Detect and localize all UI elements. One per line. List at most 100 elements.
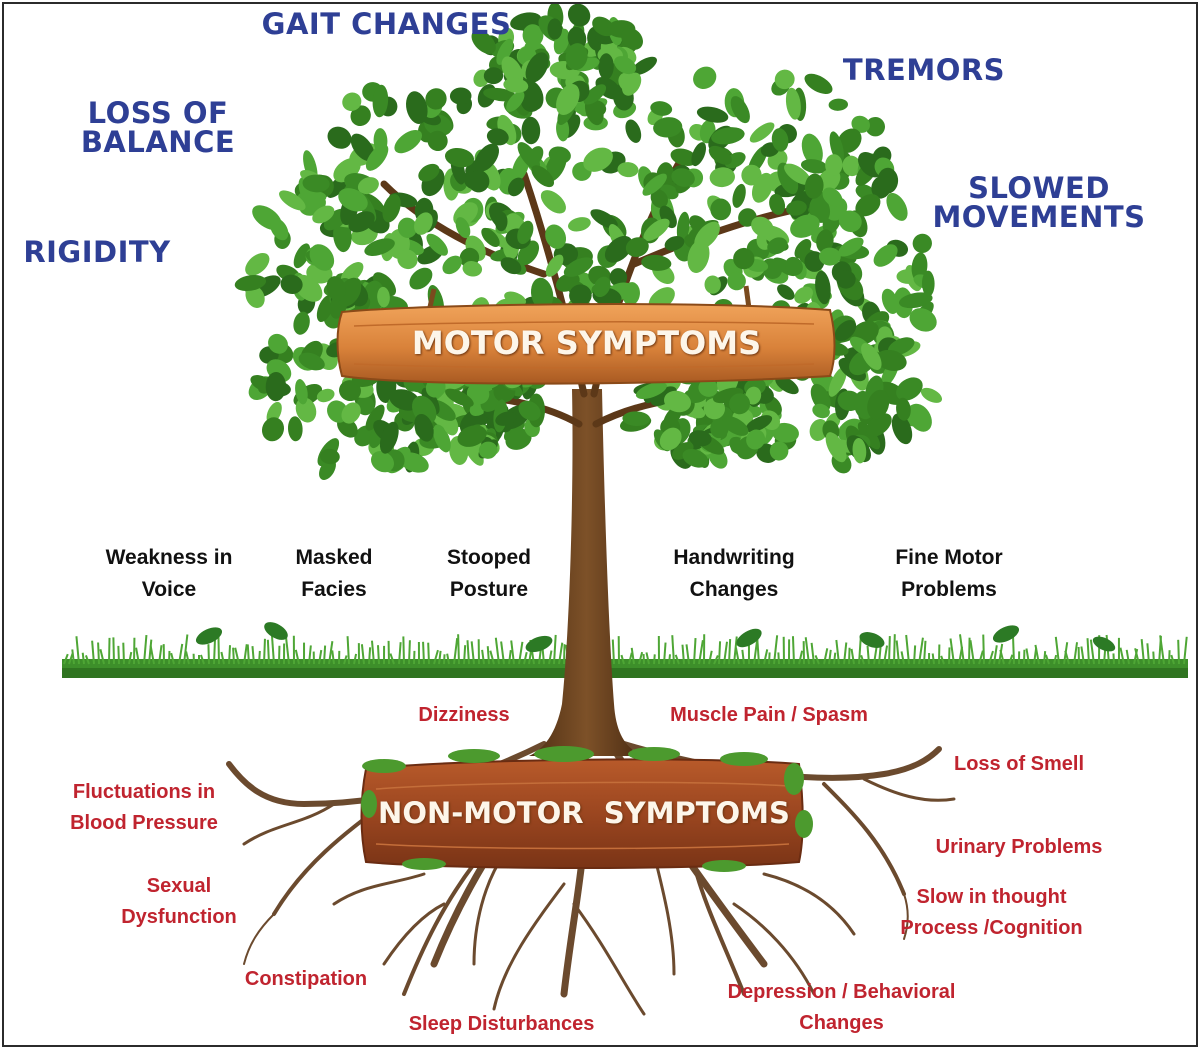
grass-blade	[481, 649, 485, 665]
grass-blade	[741, 649, 745, 665]
leaf-shape	[861, 343, 882, 370]
leaf-shape	[659, 427, 682, 451]
leaf-shape	[373, 128, 388, 154]
grass-blade	[558, 642, 564, 665]
leaf-shape	[348, 211, 375, 233]
leaf-shape	[547, 18, 563, 40]
grass-blade	[685, 644, 690, 665]
leaf-shape	[886, 192, 908, 221]
leaf-shape	[643, 218, 670, 241]
grass-blade	[91, 640, 95, 665]
grass-blade	[1125, 649, 1130, 665]
grass-blade	[734, 647, 740, 665]
grass-blade	[438, 650, 442, 665]
leaf-shape	[372, 272, 397, 297]
leaf-shape	[819, 247, 841, 266]
grass-blade	[443, 654, 446, 665]
symptom-label-fine-motor-problems: Fine Motor Problems	[895, 546, 1003, 601]
leaf-shape	[622, 411, 651, 427]
grass-blade	[486, 646, 490, 665]
leaf-shape	[709, 167, 735, 188]
leaf-shape	[245, 285, 265, 309]
grass-blade	[728, 639, 732, 665]
grass-blade	[143, 634, 148, 665]
leaf-shape	[749, 122, 775, 143]
leaf-shape	[449, 87, 472, 105]
leaf-shape	[829, 131, 844, 164]
grass-blade	[99, 649, 105, 665]
leaf-shape	[287, 416, 303, 442]
grass-blade	[611, 639, 615, 665]
grass-blade	[671, 635, 675, 665]
grass-blade	[170, 652, 175, 665]
leaf-shape	[409, 267, 433, 290]
leaf-shape	[471, 30, 496, 54]
grass-blade	[71, 649, 75, 665]
leaf-shape	[316, 388, 335, 403]
leaf-shape	[445, 388, 474, 407]
leaf-shape	[583, 147, 613, 172]
non-motor-label-loss-of-smell: Loss of Smell	[953, 753, 1085, 775]
leaf-shape	[751, 172, 774, 203]
grass-blade	[453, 637, 459, 665]
leaf-shape	[891, 413, 913, 445]
grass-blade	[968, 637, 971, 665]
grass-blade	[810, 642, 815, 665]
grass-blade	[270, 635, 275, 665]
leaf-shape	[767, 237, 788, 255]
grass-blade	[389, 653, 395, 665]
leaf-shape	[302, 174, 330, 193]
grass-blade	[1054, 636, 1060, 665]
leaf-shape	[371, 451, 394, 473]
leaf-shape	[842, 155, 861, 177]
grass-blade	[1152, 651, 1155, 665]
grass-blade	[368, 647, 372, 665]
leaf-shape	[785, 256, 803, 276]
grass-blade	[931, 653, 935, 665]
grass-blade	[1044, 654, 1050, 665]
grass-blade	[630, 647, 635, 665]
leaf-shape	[593, 276, 611, 298]
grass-blade	[905, 634, 910, 665]
grass-blade	[913, 645, 917, 665]
leaf-shape	[784, 163, 811, 185]
leaf-shape	[312, 205, 335, 224]
leaf-shape	[483, 67, 504, 85]
grass-blade	[370, 640, 375, 665]
leaf-shape	[825, 154, 843, 176]
leaf-shape	[397, 217, 417, 238]
grass-blade	[376, 645, 380, 665]
leaf-shape	[265, 372, 287, 402]
leaf-shape	[804, 73, 833, 95]
leaf-shape	[696, 106, 729, 123]
grass-blade	[463, 645, 467, 665]
leaf-shape	[834, 320, 857, 342]
leaf-shape	[279, 190, 306, 211]
leaf-shape	[261, 417, 285, 442]
grass-blade	[1112, 653, 1115, 665]
leaf-shape	[399, 452, 429, 473]
non-motor-label-depression-behavioral: Depression / Behavioral Changes	[727, 981, 956, 1034]
leaf-shape	[745, 415, 773, 433]
leaf-shape	[732, 183, 746, 208]
grass-blade	[798, 650, 804, 665]
grass-blade	[713, 655, 719, 665]
leaf-shape	[350, 105, 371, 127]
grass-blade	[402, 636, 405, 665]
leaf-shape	[614, 56, 637, 75]
grass-blade	[823, 648, 829, 665]
leaf-shape	[775, 376, 799, 395]
leaf-shape	[855, 194, 881, 217]
leaf-shape	[921, 270, 935, 297]
non-motor-label-muscle-pain-spasm: Muscle Pain / Spasm	[670, 704, 868, 726]
leaf-shape	[316, 294, 334, 323]
leaf-shape	[298, 352, 325, 371]
grass-blade	[1168, 650, 1171, 665]
leaf-shape	[825, 432, 847, 463]
grass-blade	[63, 653, 69, 665]
leaf-shape	[406, 91, 428, 124]
leaf-shape	[899, 292, 933, 309]
grass-blade	[263, 638, 266, 665]
leaf-shape	[418, 163, 440, 182]
